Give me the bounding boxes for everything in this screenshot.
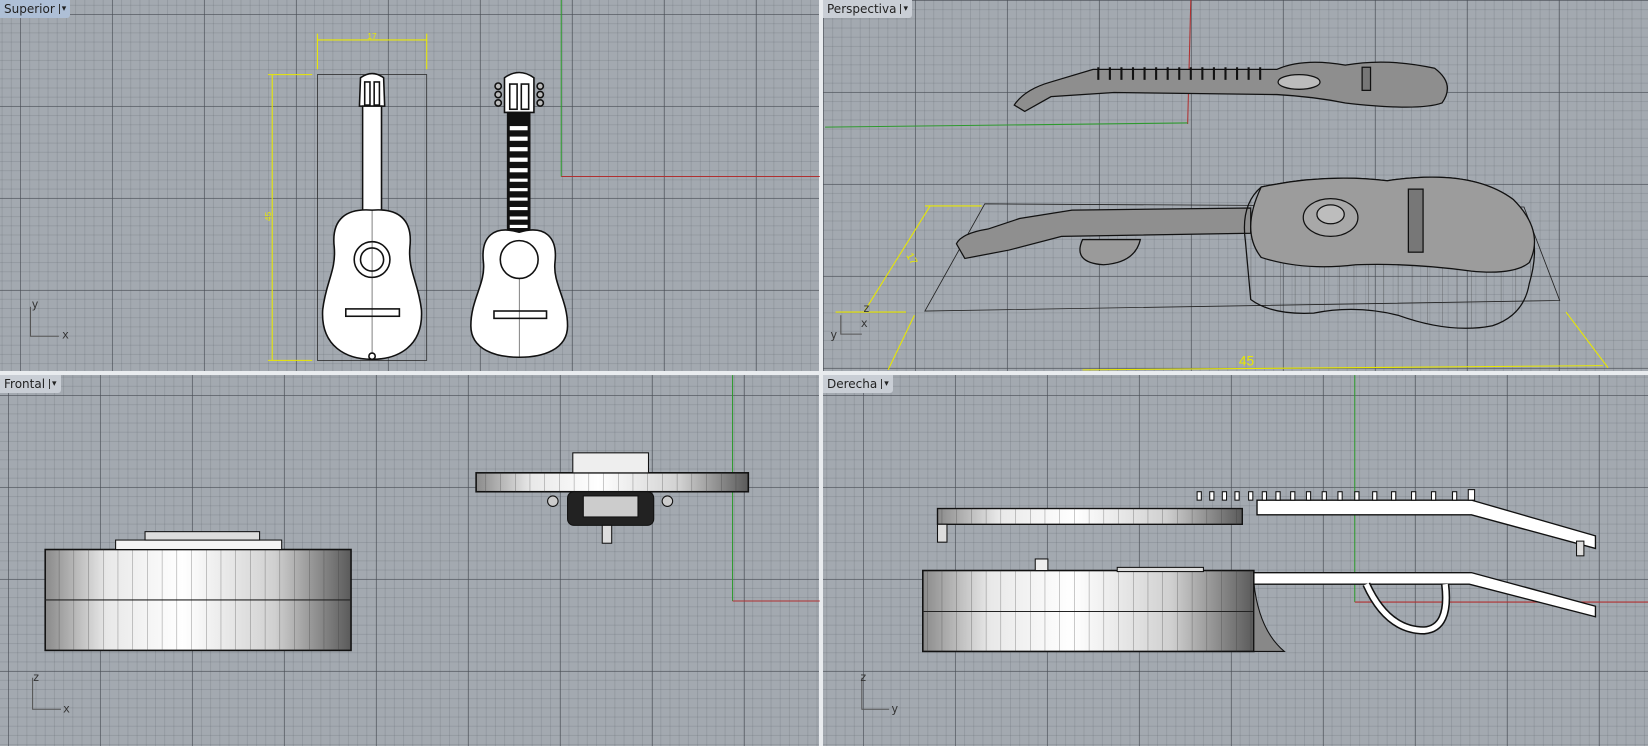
viewport-superior[interactable]: Superior ▾	[0, 0, 819, 371]
viewport-menu-arrow-icon[interactable]: ▾	[49, 379, 57, 389]
viewport-perspectiva[interactable]: Perspectiva ▾	[823, 0, 1648, 371]
viewport-menu-arrow-icon[interactable]: ▾	[881, 379, 889, 389]
viewport-menu-arrow-icon[interactable]: ▾	[58, 4, 66, 14]
viewport-tab-superior[interactable]: Superior ▾	[0, 0, 71, 18]
viewport-label: Derecha	[827, 377, 878, 391]
viewport-tab-derecha[interactable]: Derecha ▾	[823, 375, 893, 393]
viewport-derecha[interactable]: Derecha ▾	[823, 375, 1648, 746]
viewport-menu-arrow-icon[interactable]: ▾	[900, 4, 908, 14]
viewport-frontal[interactable]: Frontal ▾	[0, 375, 819, 746]
viewport-label: Perspectiva	[827, 2, 897, 16]
viewport-tab-frontal[interactable]: Frontal ▾	[0, 375, 61, 393]
viewport-label: Superior	[4, 2, 55, 16]
viewport-tab-perspectiva[interactable]: Perspectiva ▾	[823, 0, 912, 18]
viewport-label: Frontal	[4, 377, 46, 391]
